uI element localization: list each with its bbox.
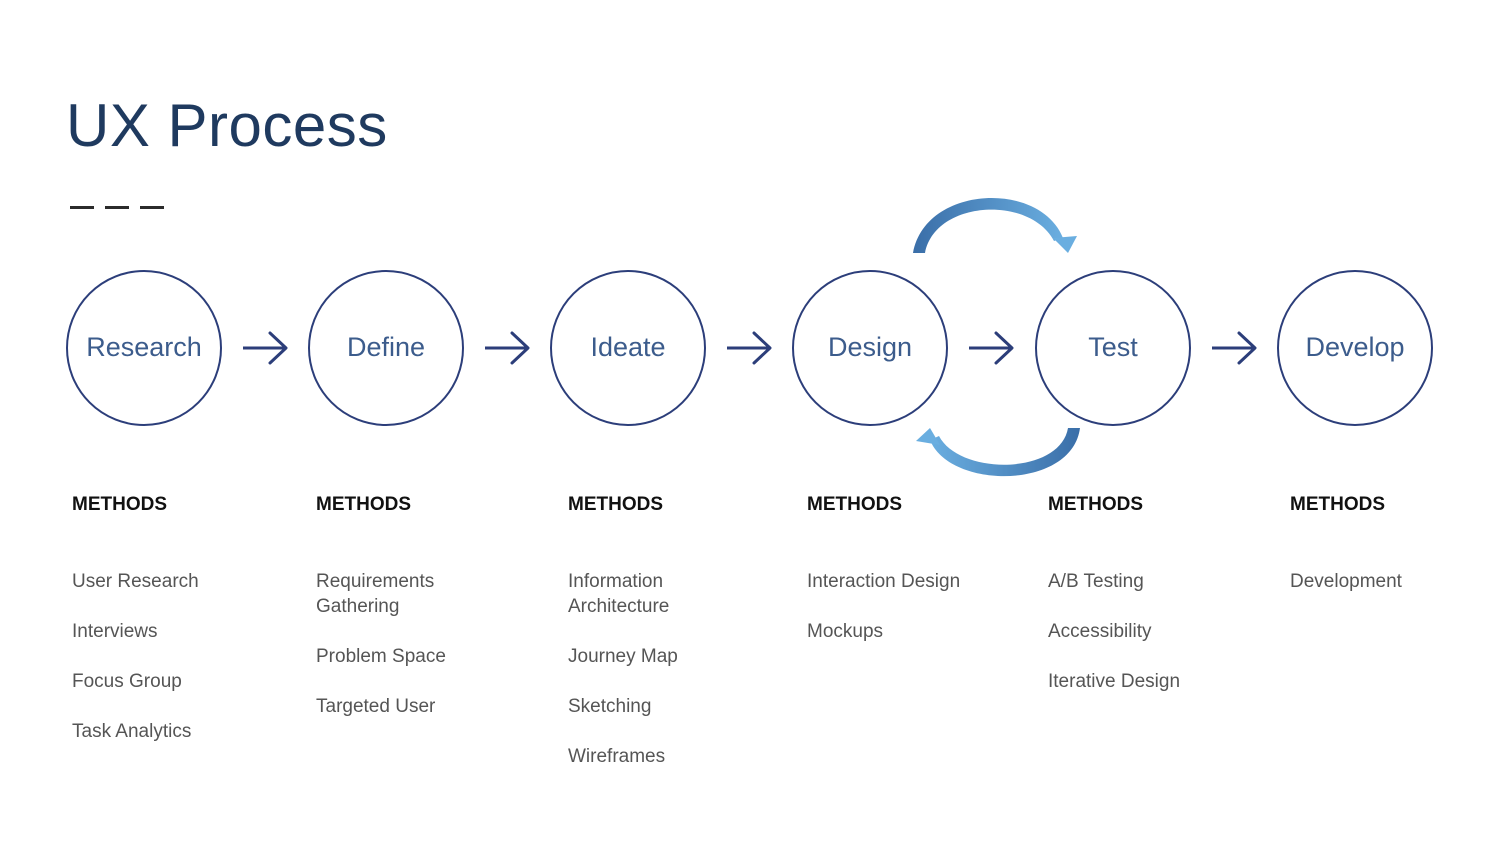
stage-circle-develop [1277, 270, 1433, 426]
method-item: Iterative Design [1048, 671, 1181, 692]
title-underline-dash-3 [140, 206, 164, 209]
method-item: Development [1290, 571, 1402, 592]
method-item: Interaction Design [807, 571, 961, 592]
stage-label-define: Define [346, 332, 426, 362]
method-item: Task Analytics [72, 721, 192, 742]
method-item: Journey Map [568, 646, 678, 667]
stage-label-develop: Develop [1305, 332, 1405, 362]
method-item: User Research [72, 571, 199, 592]
stage-circle-ideate [550, 270, 706, 426]
methods-column-develop: METHODS Development [1290, 493, 1490, 619]
stage-label-ideate: Ideate [590, 332, 666, 362]
right-arrow-icon [969, 331, 1014, 365]
page-title: UX Process [66, 92, 388, 159]
method-item: A/B Testing [1048, 571, 1144, 592]
method-item: Sketching [568, 696, 652, 717]
title-underline-dash-2 [105, 206, 129, 209]
right-arrow-icon [1212, 331, 1257, 365]
method-item: Wireframes [568, 746, 666, 767]
right-arrow-icon [243, 331, 288, 365]
method-item: Mockups [807, 621, 884, 642]
method-item: Requirements Gathering [316, 571, 435, 617]
right-arrow-icon [485, 331, 530, 365]
methods-heading: METHODS [1290, 494, 1385, 515]
method-item: Information Architecture [568, 571, 670, 617]
stage-circle-test [1035, 270, 1191, 426]
method-item: Problem Space [316, 646, 446, 667]
stage-label-test: Test [1088, 332, 1138, 362]
curved-arrow-back-icon [916, 428, 1080, 477]
method-item: Targeted User [316, 696, 436, 717]
methods-heading: METHODS [568, 494, 663, 515]
methods-heading: METHODS [72, 494, 167, 515]
methods-heading: METHODS [316, 494, 411, 515]
methods-heading: METHODS [807, 494, 902, 515]
right-arrow-icon [727, 331, 772, 365]
stage-circle-design [792, 270, 948, 426]
title-underline-dash-1 [70, 206, 94, 209]
method-item: Focus Group [72, 671, 182, 692]
method-item: Interviews [72, 621, 158, 642]
stage-label-design: Design [827, 332, 913, 362]
stage-label-research: Research [86, 332, 202, 362]
stage-circle-research [66, 270, 222, 426]
stage-circle-define [308, 270, 464, 426]
curved-arrow-forward-icon [913, 197, 1077, 253]
method-item: Accessibility [1048, 621, 1152, 642]
methods-heading: METHODS [1048, 494, 1143, 515]
